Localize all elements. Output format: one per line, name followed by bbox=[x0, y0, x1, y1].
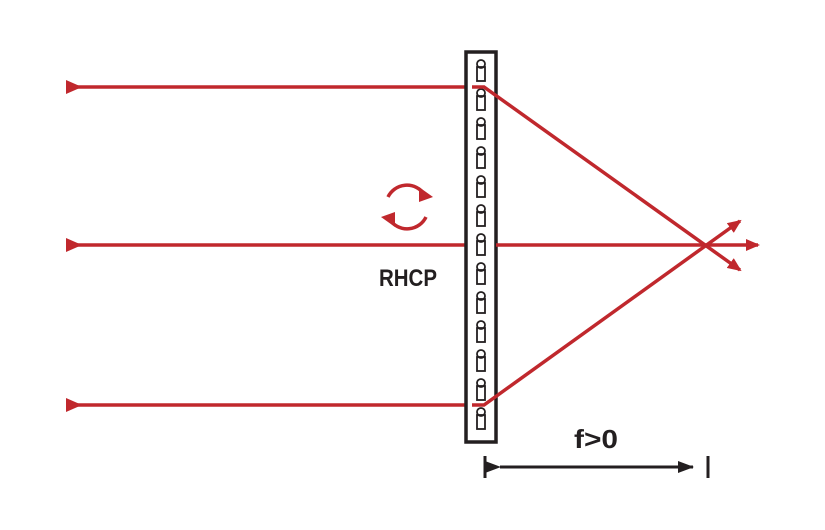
metasurface-plate bbox=[464, 50, 498, 444]
beam-middle-arrow-icon bbox=[66, 238, 82, 252]
focal-length-label: f>0 bbox=[574, 424, 618, 454]
nanostructure-rect bbox=[476, 414, 486, 430]
nanostructure-rect bbox=[476, 95, 486, 111]
nanostructure-circle bbox=[476, 59, 486, 69]
nanostructure-circle bbox=[476, 291, 486, 301]
beam-bottom-arrow-icon bbox=[66, 398, 82, 412]
beam-top-refracted bbox=[472, 85, 742, 272]
nanostructure-rect bbox=[476, 327, 486, 343]
incoming-beams bbox=[66, 80, 472, 412]
nanostructure-rect bbox=[476, 385, 486, 401]
outgoing-beams bbox=[472, 85, 760, 407]
nanostructure-rect bbox=[476, 182, 486, 198]
nanostructure-circle bbox=[476, 233, 486, 243]
nanostructure-rect bbox=[476, 356, 486, 372]
nanostructure-rect bbox=[476, 269, 486, 285]
circular-arrows-icon bbox=[381, 183, 433, 231]
nanostructure-circle bbox=[476, 117, 486, 127]
plate-outline bbox=[464, 50, 498, 444]
nanostructure-circle bbox=[476, 146, 486, 156]
nanostructure-rect bbox=[476, 240, 486, 256]
plate-nanostructures bbox=[476, 59, 486, 430]
nanostructure-rect bbox=[476, 124, 486, 140]
nanostructure-rect bbox=[476, 211, 486, 227]
nanostructure-circle bbox=[476, 407, 486, 417]
nanostructure-rect bbox=[476, 298, 486, 314]
polarization-label: RHCP bbox=[379, 265, 437, 292]
nanostructure-rect bbox=[476, 66, 486, 82]
focal-length-dimension: f>0 bbox=[483, 424, 710, 478]
beam-bottom-refracted bbox=[472, 219, 742, 407]
nanostructure-rect bbox=[476, 153, 486, 169]
nanostructure-circle bbox=[476, 378, 486, 388]
nanostructure-circle bbox=[476, 88, 486, 98]
nanostructure-circle bbox=[476, 349, 486, 359]
nanostructure-circle bbox=[476, 204, 486, 214]
nanostructure-circle bbox=[476, 175, 486, 185]
nanostructure-circle bbox=[476, 320, 486, 330]
beam-top-arrow-icon bbox=[66, 80, 82, 94]
nanostructure-circle bbox=[476, 262, 486, 272]
